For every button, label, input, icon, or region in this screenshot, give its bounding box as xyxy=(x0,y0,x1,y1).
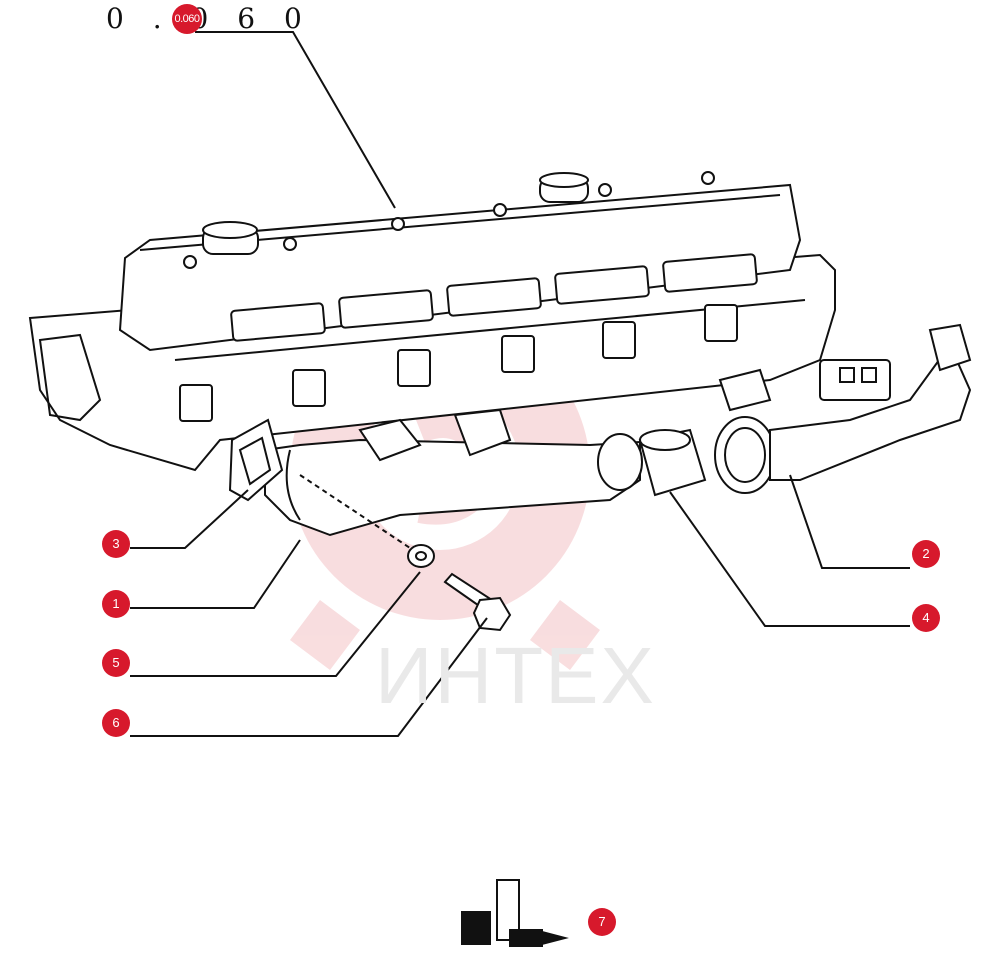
callout-4[interactable]: 4 xyxy=(912,604,940,632)
callout-5[interactable]: 5 xyxy=(102,649,130,677)
cylinder-head-block xyxy=(28,171,836,472)
callout-1[interactable]: 1 xyxy=(102,590,130,618)
callout-6[interactable]: 6 xyxy=(102,709,130,737)
callout-3[interactable]: 3 xyxy=(102,530,130,558)
exhaust-manifold-front xyxy=(264,408,643,537)
callout-7[interactable]: 7 xyxy=(588,908,616,936)
page-title: 0 . 0 6 0 xyxy=(106,2,312,35)
leader-lines xyxy=(130,31,910,737)
sealant-icon xyxy=(461,879,569,947)
manifold-gasket xyxy=(228,418,284,502)
exhaust-manifold-rear xyxy=(714,323,972,494)
callout-title-ref[interactable]: 0.060 xyxy=(172,4,202,34)
washer-and-bolt xyxy=(299,474,512,632)
callout-2[interactable]: 2 xyxy=(912,540,940,568)
sleeve-ring xyxy=(638,428,707,497)
watermark-text: ИНТЕХ xyxy=(375,631,656,720)
